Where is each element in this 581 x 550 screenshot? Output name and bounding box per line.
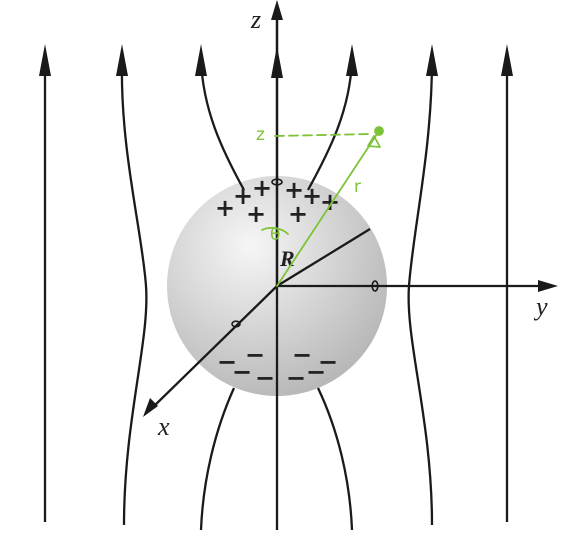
positive-charge: + (215, 194, 235, 222)
handwritten-annotations (261, 126, 384, 287)
z-axis-arrow-icon (271, 0, 283, 20)
theta-arc (261, 227, 289, 235)
tick-markers (231, 178, 379, 328)
marker-x (231, 320, 241, 328)
field-line-inner-right-top (306, 59, 354, 191)
z-mark-label: z (256, 125, 265, 145)
radius-label: R (279, 246, 295, 271)
negative-charge: − (217, 348, 237, 376)
field-line-inner-left-top (199, 59, 246, 191)
arrowhead-icon (346, 44, 358, 76)
x-axis-arrow-icon (143, 398, 158, 417)
negative-charges: − − − − − − − − (217, 341, 338, 392)
axes (149, 10, 545, 411)
r-mark-label: r (354, 177, 361, 197)
arrowhead-icon (39, 44, 51, 76)
y-axis-label: y (533, 292, 548, 321)
arrowhead-icon (116, 44, 128, 76)
positive-charge: + (302, 182, 322, 210)
negative-charge: − (306, 358, 326, 386)
arrowhead-icon (195, 44, 207, 76)
marker-top (271, 178, 283, 186)
arrowhead-icon (426, 44, 438, 76)
z-projection-dash (274, 133, 373, 137)
positive-charge: + (246, 200, 266, 228)
field-line-mid-left (120, 59, 148, 526)
negative-charge: − (232, 358, 252, 386)
arrow-marker-icon (367, 135, 381, 148)
radius-line (276, 228, 371, 287)
r-vector-line (276, 130, 380, 287)
point-marker (374, 126, 384, 136)
x-axis (149, 285, 278, 411)
field-line-mid-right (407, 59, 434, 526)
positive-charges: + + + + + + + + (215, 174, 340, 228)
negative-charge: − (245, 341, 265, 369)
positive-charge: + (284, 176, 304, 204)
theta-mark-label: θ (270, 225, 280, 245)
marker-right (371, 280, 379, 292)
positive-charge: + (233, 182, 253, 210)
z-axis-label: z (250, 5, 261, 34)
field-line-inner-right-bottom (316, 387, 354, 531)
negative-charge: − (286, 364, 306, 392)
negative-charge: − (255, 364, 275, 392)
positive-charge: + (252, 174, 272, 202)
positive-charge: + (320, 188, 340, 216)
x-axis-label: x (157, 412, 170, 441)
negative-charge: − (292, 341, 312, 369)
field-line-inner-left-bottom (199, 387, 236, 531)
positive-charge: + (288, 200, 308, 228)
negative-charge: − (318, 348, 338, 376)
axis-arrowheads (143, 0, 558, 417)
arrowhead-icon (501, 44, 513, 76)
y-axis-arrow-icon (538, 280, 558, 292)
field-arrowheads (39, 44, 513, 78)
